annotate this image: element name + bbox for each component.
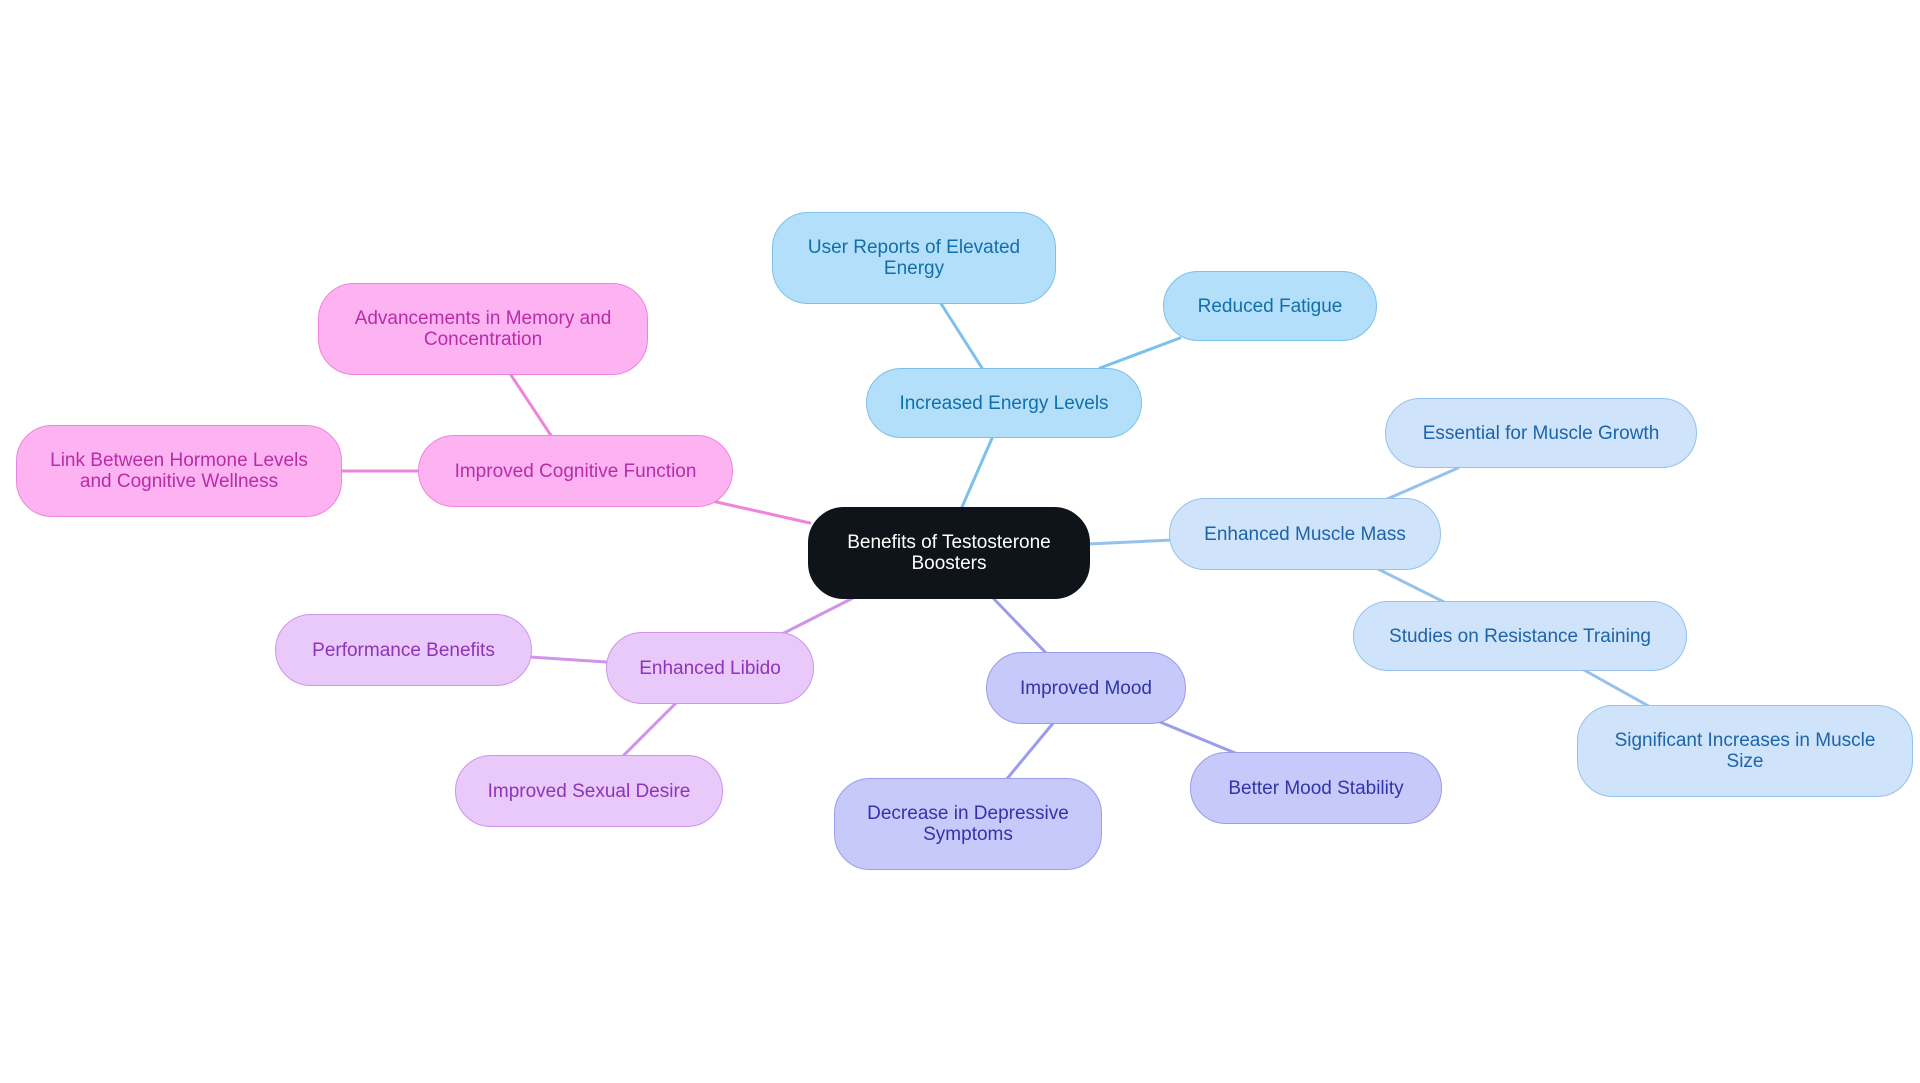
leaf-node-mood-stability-label: Better Mood Stability (1228, 777, 1404, 799)
edge-cognitive-memory (509, 373, 554, 439)
edge-root-libido (780, 596, 855, 636)
branch-node-cognitive[interactable]: Improved Cognitive Function (418, 435, 733, 507)
branch-node-muscle[interactable]: Enhanced Muscle Mass (1169, 498, 1441, 570)
root-node[interactable]: Benefits of Testosterone Boosters (808, 507, 1090, 599)
leaf-node-user-reports[interactable]: User Reports of Elevated Energy (772, 212, 1056, 304)
edge-root-mood (992, 597, 1049, 656)
branch-node-energy[interactable]: Increased Energy Levels (866, 368, 1142, 438)
leaf-node-muscle-size[interactable]: Significant Increases in Muscle Size (1577, 705, 1913, 797)
leaf-node-memory-concentration[interactable]: Advancements in Memory and Concentration (318, 283, 648, 375)
leaf-node-performance-benefits[interactable]: Performance Benefits (275, 614, 532, 686)
edge-muscle-growth (1383, 466, 1460, 502)
branch-node-libido[interactable]: Enhanced Libido (606, 632, 814, 704)
branch-node-cognitive-label: Improved Cognitive Function (454, 460, 697, 482)
edge-libido-sexual-desire (620, 701, 678, 759)
leaf-node-performance-benefits-label: Performance Benefits (312, 639, 495, 661)
edge-mood-depressive (1004, 720, 1056, 782)
edge-resistance-size (1582, 668, 1654, 710)
branch-node-mood[interactable]: Improved Mood (986, 652, 1186, 724)
branch-node-muscle-label: Enhanced Muscle Mass (1204, 523, 1406, 545)
branch-node-energy-label: Increased Energy Levels (899, 392, 1109, 414)
leaf-node-hormone-cognitive-link[interactable]: Link Between Hormone Levels and Cognitiv… (16, 425, 342, 517)
edge-energy-user-reports (938, 300, 984, 370)
edge-root-cognitive (710, 499, 812, 525)
leaf-node-sexual-desire[interactable]: Improved Sexual Desire (455, 755, 723, 827)
leaf-node-muscle-growth[interactable]: Essential for Muscle Growth (1385, 398, 1697, 468)
root-node-label: Benefits of Testosterone Boosters (847, 532, 1051, 574)
edge-libido-performance (528, 655, 608, 664)
edge-root-muscle (1086, 538, 1174, 546)
leaf-node-reduced-fatigue[interactable]: Reduced Fatigue (1163, 271, 1377, 341)
edge-energy-reduced-fatigue (1098, 336, 1182, 370)
branch-node-libido-label: Enhanced Libido (639, 657, 781, 679)
branch-node-mood-label: Improved Mood (1019, 677, 1152, 699)
leaf-node-resistance-training[interactable]: Studies on Resistance Training (1353, 601, 1687, 671)
leaf-node-muscle-growth-label: Essential for Muscle Growth (1422, 422, 1660, 444)
leaf-node-hormone-cognitive-link-label: Link Between Hormone Levels and Cognitiv… (50, 450, 308, 492)
leaf-node-depressive-symptoms-label: Decrease in Depressive Symptoms (867, 803, 1069, 845)
leaf-node-mood-stability[interactable]: Better Mood Stability (1190, 752, 1442, 824)
edge-muscle-resistance (1376, 567, 1450, 606)
edge-root-energy (960, 434, 995, 509)
leaf-node-sexual-desire-label: Improved Sexual Desire (487, 780, 691, 802)
leaf-node-reduced-fatigue-label: Reduced Fatigue (1197, 295, 1343, 317)
leaf-node-muscle-size-label: Significant Increases in Muscle Size (1614, 730, 1876, 772)
leaf-node-user-reports-label: User Reports of Elevated Energy (807, 237, 1021, 279)
leaf-node-depressive-symptoms[interactable]: Decrease in Depressive Symptoms (834, 778, 1102, 870)
edge-mood-stability (1158, 720, 1242, 757)
leaf-node-resistance-training-label: Studies on Resistance Training (1389, 625, 1651, 647)
leaf-node-memory-concentration-label: Advancements in Memory and Concentration (354, 308, 612, 350)
